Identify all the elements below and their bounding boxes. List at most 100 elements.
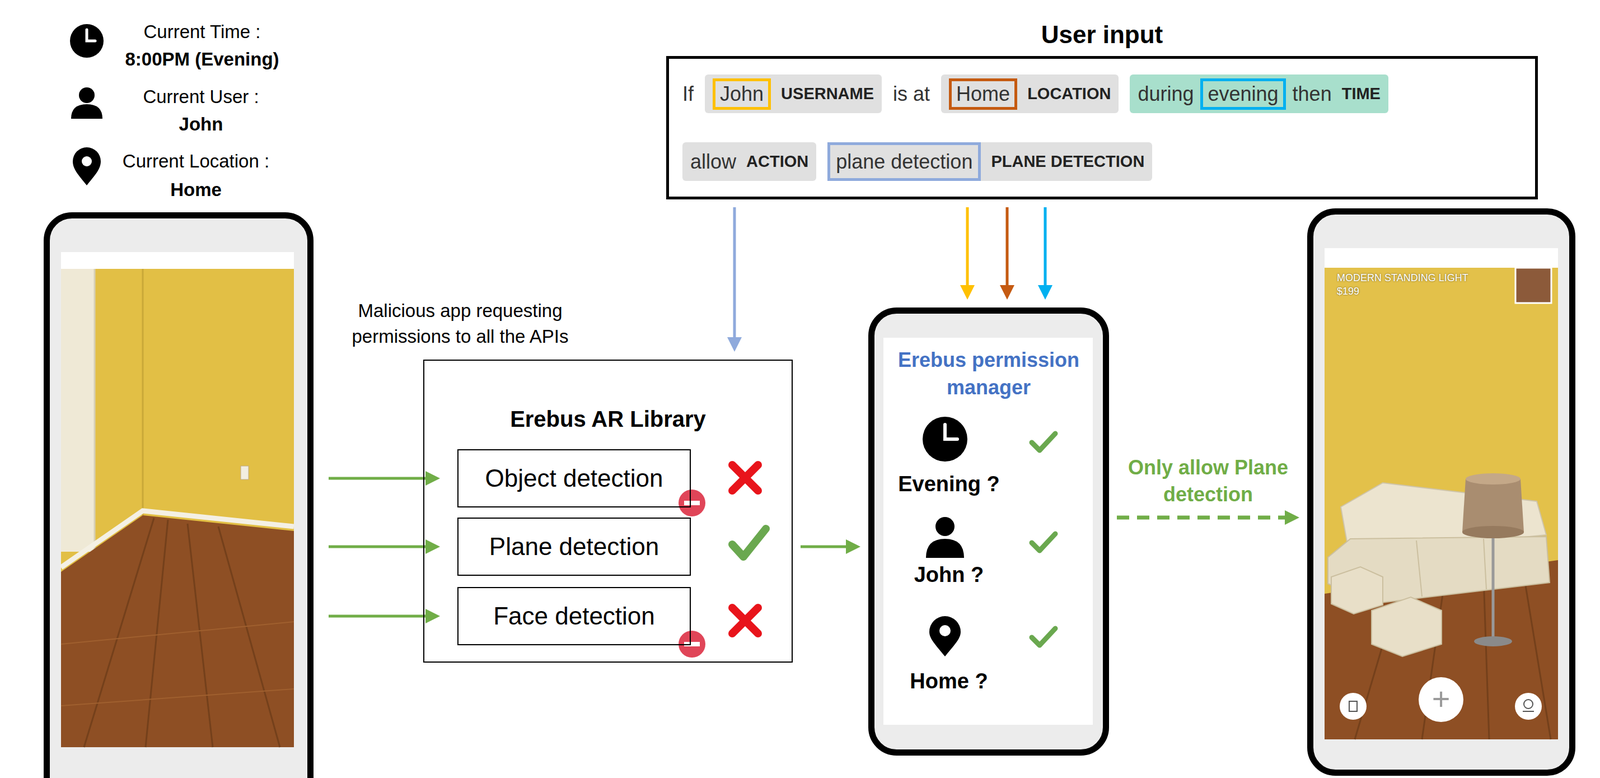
request-arrow (425, 608, 441, 624)
clock-icon (922, 416, 968, 462)
location-icon (72, 147, 101, 186)
location-icon (72, 147, 101, 186)
rule-keyword: during (1137, 82, 1194, 106)
deny-cross (732, 464, 759, 491)
feature-chip: PLANE DETECTION plane detection (827, 142, 1153, 181)
clock-icon (922, 416, 968, 462)
phone-right (1310, 211, 1573, 773)
username-token: John (712, 78, 771, 110)
panel-title: User input (668, 20, 1536, 49)
toolbar-button (1514, 692, 1542, 720)
api-box: Object detection (457, 448, 691, 508)
slot-type: PLANE DETECTION (990, 152, 1145, 171)
phone-manager (883, 337, 1093, 725)
condition-label: Home ? (887, 668, 1011, 694)
phone-left (142, 268, 144, 516)
clock-icon (944, 424, 958, 439)
context-value: 8:00PM (Evening) (124, 48, 279, 70)
request-arrow (328, 614, 427, 618)
panel-title: Erebus AR Library (424, 406, 792, 432)
phone-left (145, 519, 168, 747)
toolbar-button (1522, 710, 1534, 712)
slot-value: allow (690, 150, 737, 174)
connector-line (1116, 515, 1286, 520)
phone-left (61, 621, 294, 644)
add-button: + (1418, 676, 1464, 722)
location-icon (929, 615, 961, 657)
sofa-model (1483, 538, 1487, 589)
action-chip: allowACTION (682, 142, 817, 181)
arrow-connector (999, 207, 1015, 300)
location-chip: LOCATIONHome (941, 74, 1119, 114)
clock-icon (69, 24, 104, 58)
user-icon (78, 87, 95, 104)
lamp-model (1474, 635, 1513, 647)
connector-line (966, 207, 970, 287)
arrow-connector (1116, 510, 1300, 525)
rule-keyword: is at (892, 82, 930, 106)
lamp-model (1462, 478, 1524, 532)
time-token: evening (1200, 78, 1286, 110)
connector-line (800, 545, 848, 549)
lamp-model (1465, 473, 1521, 485)
phone-right (1324, 248, 1559, 739)
slot-value: plane detection (835, 150, 973, 174)
phone-left (61, 251, 294, 747)
permission-phone: Erebus permission managerEvening ? John ?… (868, 307, 1110, 756)
phone-right (1515, 267, 1552, 303)
arrow-connector (960, 207, 975, 300)
screen-title: Erebus permission manager (886, 346, 1092, 401)
arrow-head (960, 284, 975, 300)
phone-left (47, 215, 311, 778)
condition-check (1031, 433, 1056, 645)
phone-left (61, 510, 294, 568)
lamp-model (1462, 473, 1524, 647)
phone-left (61, 688, 294, 706)
user-icon (925, 516, 965, 558)
phone-right (1483, 576, 1490, 739)
clock-icon (86, 29, 96, 41)
sofa-model (1371, 596, 1442, 657)
username-chip: USERNAME John (704, 74, 882, 114)
condition-check (1031, 628, 1056, 645)
phone-manager (871, 310, 1107, 753)
arrow-head (1284, 510, 1300, 525)
user-icon (935, 516, 955, 536)
condition-label: John ? (887, 562, 1011, 587)
lamp-model (1462, 525, 1524, 538)
location-token: Home (948, 78, 1018, 110)
api-box: Plane detection (457, 517, 691, 576)
time-chip: duringthenTIMEevening (1129, 74, 1389, 114)
request-arrow (328, 476, 427, 480)
phone-left (187, 523, 213, 747)
phone-left (83, 517, 154, 747)
api-name: Plane detection (489, 532, 659, 561)
location-icon (929, 615, 961, 657)
annotation: Malicious app requesting permissions to … (328, 297, 592, 350)
blocked-badge (678, 489, 706, 658)
user-icon (925, 538, 965, 558)
context-label: Current Time : (143, 21, 261, 43)
arrow-connector (727, 207, 742, 352)
slot-type: USERNAME (780, 84, 874, 104)
phone-left (61, 268, 95, 552)
user-icon (71, 104, 103, 119)
toolbar-button (1339, 692, 1367, 720)
context-label: Current Location : (122, 150, 270, 172)
arrow-connector (1037, 207, 1053, 300)
context-value: John (179, 113, 224, 135)
toolbar-button (1523, 699, 1533, 709)
blocked-badge (678, 630, 706, 658)
sofa-model (1416, 540, 1422, 597)
phone-left (61, 515, 294, 747)
user-icon (71, 87, 103, 119)
phone-left (240, 465, 249, 480)
allow-check (732, 528, 766, 557)
product-name: MODERN STANDING LIGHT (1336, 272, 1469, 284)
toolbar-button (1349, 700, 1358, 711)
arrow-head (999, 284, 1015, 300)
phone-left (61, 268, 294, 747)
rule-keyword: then (1292, 82, 1332, 106)
blocked-badge (684, 641, 700, 647)
condition-label: Evening ? (887, 471, 1011, 497)
